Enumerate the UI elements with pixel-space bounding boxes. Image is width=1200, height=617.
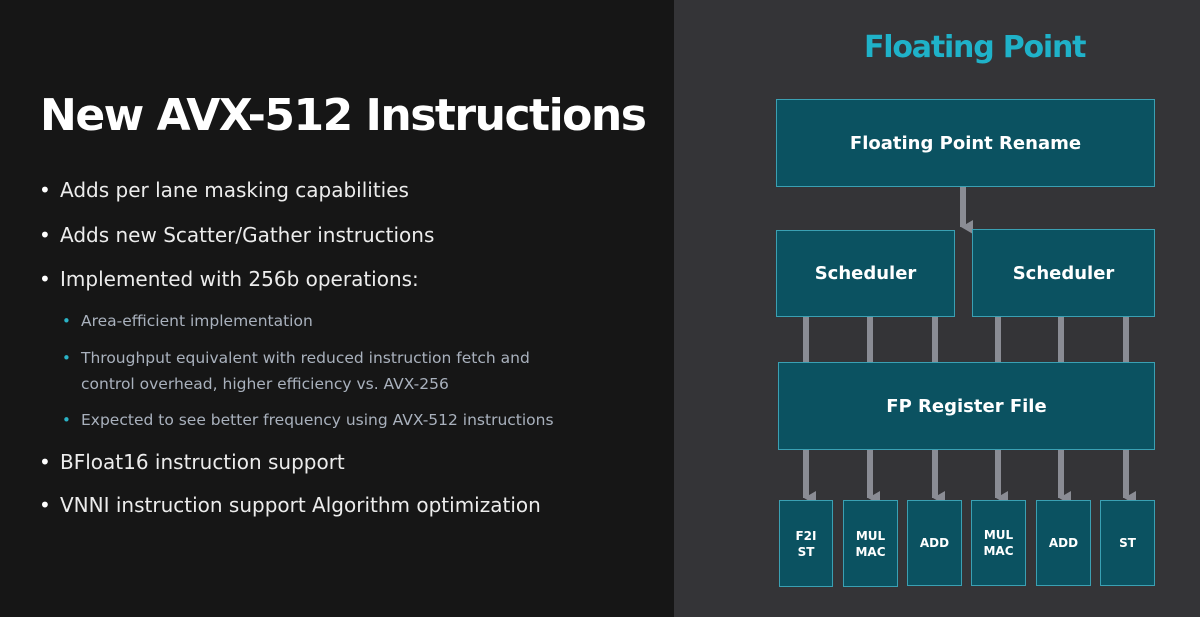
sub-bullet-text: Expected to see better frequency using A… [81,411,554,429]
bullet-dot-icon: • [39,223,51,247]
bullet-item: • VNNI instruction support Algorithm opt… [39,493,541,517]
sub-bullet-dot-icon: • [62,312,71,330]
bullet-text: Adds new Scatter/Gather instructions [60,223,435,247]
diagram-title: Floating Point [864,30,1087,65]
bullet-dot-icon: • [39,493,51,517]
bullet-text: BFloat16 instruction support [60,450,345,474]
bullet-dot-icon: • [39,178,51,202]
bullet-text: Implemented with 256b operations: [60,267,419,291]
slide-title: New AVX-512 Instructions [40,90,647,141]
execution-unit-box: ADD [1036,500,1091,586]
scheduler-box: Scheduler [776,230,955,317]
bullet-dot-icon: • [39,450,51,474]
fp-register-file-box: FP Register File [778,362,1155,450]
execution-unit-box: MUL MAC [843,500,898,587]
sub-bullet-text: Area-efficient implementation [81,312,313,330]
sub-bullet-text: Throughput equivalent with reduced instr… [81,349,530,393]
left-panel: New AVX-512 Instructions • Adds per lane… [39,90,647,517]
sub-bullet-item: • Expected to see better frequency using… [62,407,601,433]
sub-bullet-item: • Throughput equivalent with reduced ins… [62,345,581,397]
bullet-item: • Implemented with 256b operations: [39,267,419,291]
execution-unit-box: ST [1100,500,1155,586]
sub-bullet-dot-icon: • [62,411,71,429]
fp-rename-box: Floating Point Rename [776,99,1155,187]
execution-unit-box: ADD [907,500,962,586]
execution-unit-box: MUL MAC [971,500,1026,586]
sub-bullet-item: • Area-efficient implementation [62,308,601,334]
bullet-item: • Adds per lane masking capabilities [39,178,409,202]
bullet-item: • BFloat16 instruction support [39,450,345,474]
execution-unit-box: F2I ST [779,500,833,587]
bullet-text: VNNI instruction support Algorithm optim… [60,493,541,517]
bullet-text: Adds per lane masking capabilities [60,178,409,202]
bullet-dot-icon: • [39,267,51,291]
bullet-item: • Adds new Scatter/Gather instructions [39,223,435,247]
sub-bullet-dot-icon: • [62,349,71,367]
scheduler-box: Scheduler [972,229,1155,317]
